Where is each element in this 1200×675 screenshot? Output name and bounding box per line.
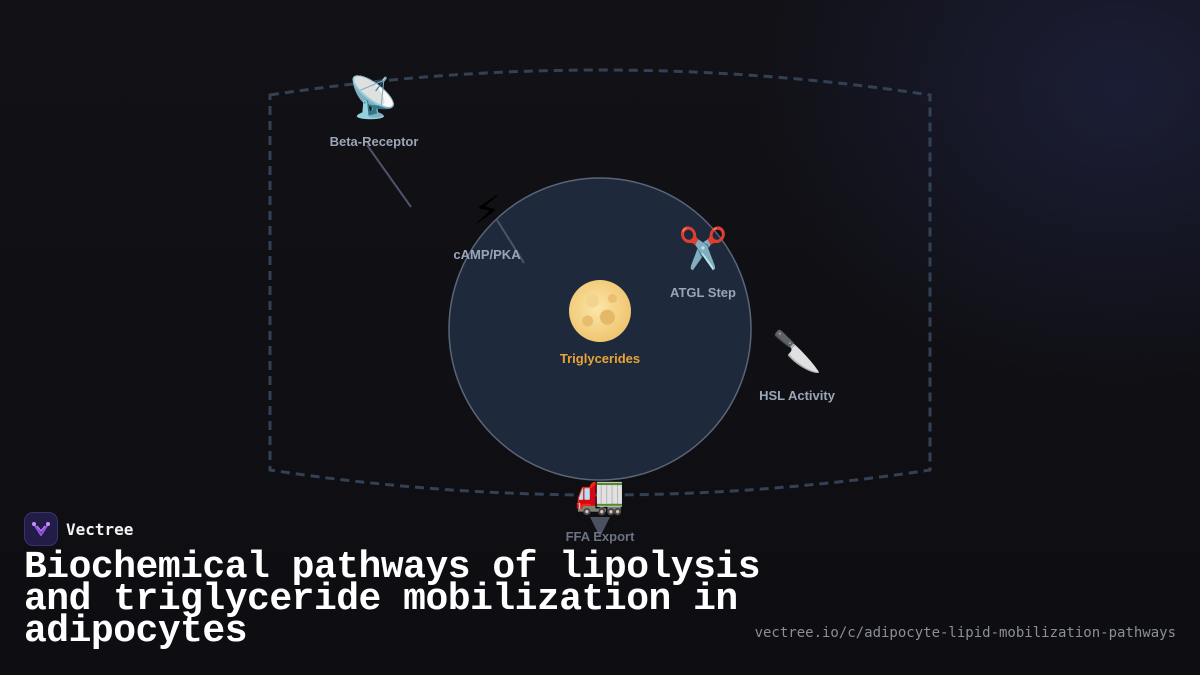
cell-membrane-boundary — [268, 68, 932, 497]
connector-camp-atgl — [496, 219, 525, 264]
node-label-hsl-activity: HSL Activity — [759, 388, 835, 403]
scissors-icon: ✂️ — [678, 226, 728, 272]
connector-beta-camp — [366, 144, 412, 208]
page-title: Biochemical pathways of lipolysis and tr… — [24, 546, 761, 653]
node-label-camp-pka: cAMP/PKA — [453, 247, 521, 262]
export-arrow-icon — [590, 517, 610, 537]
satellite-dish-icon: 📡 — [348, 75, 398, 121]
node-label-triglycerides: Triglycerides — [559, 351, 641, 366]
brand: Vectree — [24, 512, 133, 546]
truck-icon: 🚛 — [575, 471, 625, 517]
brand-name: Vectree — [66, 519, 134, 539]
node-label-ffa-export: FFA Export — [565, 529, 635, 544]
vectree-logo-icon — [24, 512, 58, 546]
lightning-icon: ⚡ — [472, 188, 502, 234]
source-url[interactable]: vectree.io/c/adipocyte-lipid-mobilizatio… — [754, 625, 1176, 641]
knife-icon: 🔪 — [772, 329, 822, 375]
node-label-atgl-step: ATGL Step — [670, 285, 736, 300]
node-label-beta-receptor: Beta-Receptor — [329, 134, 419, 149]
lipid-droplet-icon — [569, 280, 631, 342]
